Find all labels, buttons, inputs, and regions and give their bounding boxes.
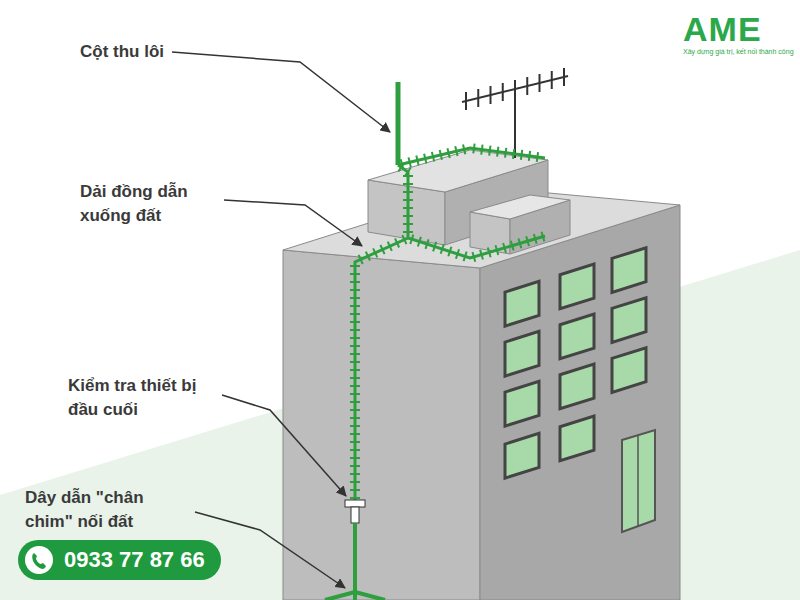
window [560,416,594,461]
window [505,381,539,426]
copper-tape [350,144,545,500]
window [560,364,594,409]
test-terminal [351,507,359,523]
brand-tagline: Xây dựng giá trị, kết nối thành công [683,47,798,56]
tv-antenna [462,68,568,158]
window [612,248,646,293]
earth-conductor [325,523,385,600]
door [622,430,655,532]
window [505,331,539,376]
roof-box [470,195,570,219]
phone-badge: 0933 77 87 66 [18,540,221,580]
leader-line [172,52,390,588]
callout-label: Dải đồng dẫn xuống đất [80,180,220,228]
window [505,433,539,478]
window [612,348,646,393]
phone-number: 0933 77 87 66 [64,547,205,573]
roof-box [368,150,548,192]
test-terminal [345,500,365,507]
callout-label: Kiểm tra thiết bị đầu cuối [68,374,223,422]
building-left-face [283,250,480,600]
callout-label: Cột thu lôi [80,40,200,64]
window [612,298,646,343]
phone-icon [24,545,54,575]
window [560,264,594,309]
callout-label: Dây dẫn "chân chim" nối đất [25,486,170,534]
window [560,314,594,359]
brand-logo: AME [683,10,793,48]
window [505,281,539,326]
building-right-face [480,205,680,600]
lightning-rod [396,82,401,165]
